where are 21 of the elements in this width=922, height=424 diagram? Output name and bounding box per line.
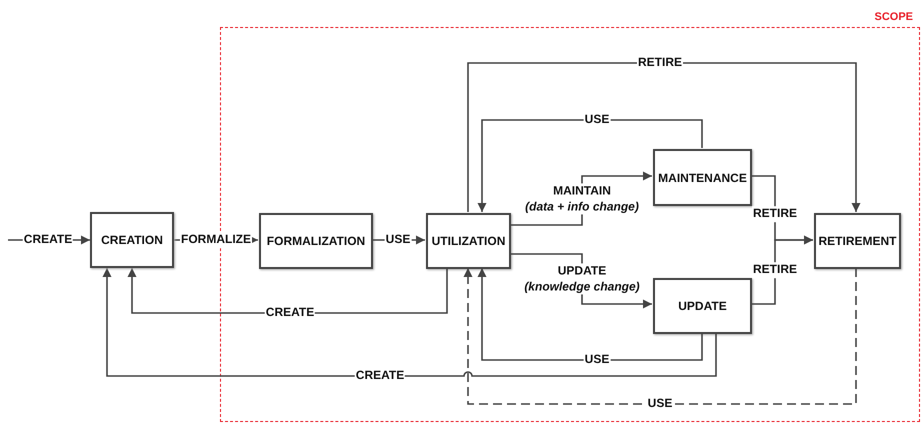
arrow bbox=[102, 268, 717, 377]
arrow bbox=[478, 268, 703, 361]
node-label: UTILIZATION bbox=[432, 234, 506, 248]
process-box bbox=[426, 213, 511, 269]
node-label: RETIREMENT bbox=[818, 234, 896, 248]
process-box bbox=[653, 278, 752, 334]
edge-label: FORMALIZE bbox=[180, 232, 252, 248]
scope-title: SCOPE bbox=[874, 11, 913, 23]
process-box bbox=[90, 212, 174, 268]
process-box bbox=[653, 149, 752, 206]
node-label: FORMALIZATION bbox=[266, 234, 366, 248]
process-box bbox=[814, 213, 901, 269]
node-label: UPDATE bbox=[678, 299, 727, 313]
node-label: CREATION bbox=[101, 233, 163, 247]
process-box bbox=[259, 213, 373, 269]
arrow bbox=[464, 268, 857, 405]
edge-label: RETIRE bbox=[752, 262, 798, 278]
node-label: MAINTENANCE bbox=[658, 170, 747, 184]
edge-label: RETIRE bbox=[752, 206, 798, 222]
arrow bbox=[478, 119, 703, 212]
arrow bbox=[467, 62, 860, 212]
